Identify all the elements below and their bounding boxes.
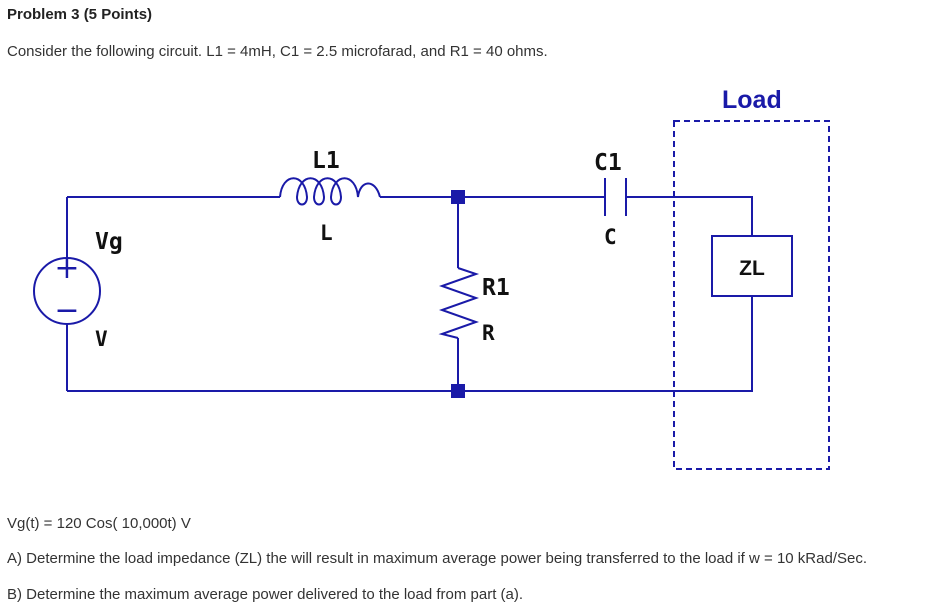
source-name-label: Vg	[95, 229, 123, 255]
voltage-source: + −	[33, 251, 101, 328]
problem-intro: Consider the following circuit. L1 = 4mH…	[7, 43, 548, 60]
source-minus-sign: −	[54, 293, 79, 328]
inductor-coil	[279, 177, 381, 206]
resistor-zigzag	[438, 267, 480, 339]
question-b: B) Determine the maximum average power d…	[7, 586, 524, 603]
given-source-equation: Vg(t) = 120 Cos( 10,000t) V	[7, 515, 191, 532]
junction-node-bottom	[451, 384, 465, 398]
load-label: Load	[722, 86, 782, 114]
circuit-diagram: + − Vg V L1 L R1 R C1 C Load ZL	[33, 86, 830, 470]
capacitor-plates	[604, 178, 627, 216]
load-dashed-boundary	[673, 120, 830, 470]
capacitor-value-label: C	[604, 225, 617, 249]
source-value-label: V	[95, 327, 108, 351]
question-a: A) Determine the load impedance (ZL) the…	[7, 550, 867, 567]
resistor-value-label: R	[482, 321, 495, 345]
wire-bottom	[67, 296, 753, 392]
inductor-value-label: L	[320, 221, 333, 245]
resistor-name-label: R1	[482, 275, 510, 301]
wire-top-right	[626, 196, 753, 236]
load-impedance-box	[711, 235, 793, 297]
load-impedance-label: ZL	[739, 257, 765, 280]
junction-node-top	[451, 190, 465, 204]
source-plus-sign: +	[54, 251, 79, 286]
inductor-name-label: L1	[312, 148, 340, 174]
problem-title: Problem 3 (5 Points)	[7, 6, 153, 23]
capacitor-name-label: C1	[594, 150, 622, 176]
